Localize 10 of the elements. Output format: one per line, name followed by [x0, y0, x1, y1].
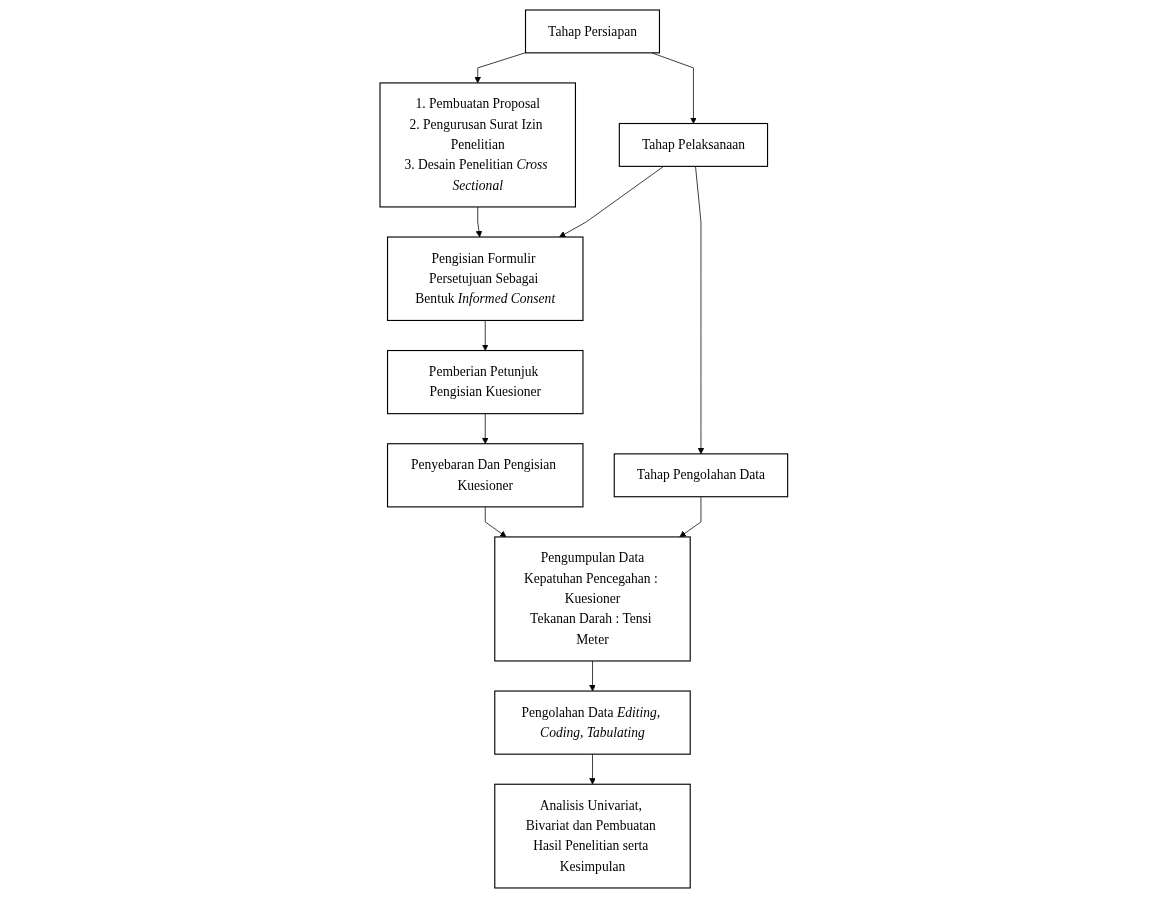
node-box: Pengolahan Data Editing, Coding, Tabulating	[493, 690, 691, 755]
node-box: Tahap Persiapan	[524, 9, 660, 54]
node-box: Pemberian Petunjuk Pengisian Kuesioner	[386, 349, 584, 415]
node-box: Pengumpulan Data Kepatuhan Pencegahan : Kuesioner Tekanan Darah : Tensi Meter	[493, 536, 691, 662]
node-box: Tahap Pengolahan Data	[613, 453, 788, 498]
node-box: Penyebaran Dan Pengisian Kuesioner	[386, 443, 584, 508]
node-box: Tahap Pelaksanaan	[618, 122, 768, 167]
node-box: Pengisian Formulir Persetujuan Sebagai Bentuk Informed Consent	[386, 236, 584, 322]
node-box: 1. Pembuatan Proposal 2. Pengurusan Surat Izin Penelitian 3. Desain Penelitian Cross Sectional	[379, 82, 576, 208]
node-box: Analisis Univariat, Bivariat dan Pembuatan Hasil Penelitian serta Kesimpulan	[493, 783, 691, 889]
